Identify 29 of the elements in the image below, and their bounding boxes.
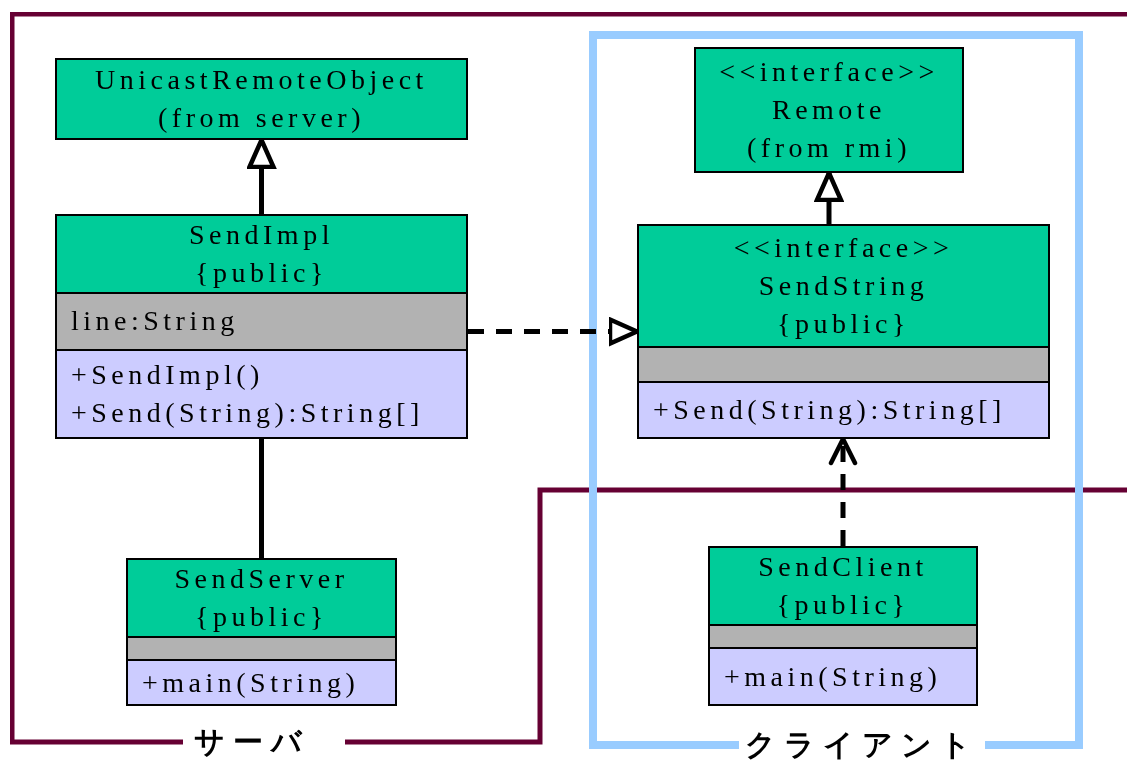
class-box [637, 224, 1050, 439]
class-title: SendClient [758, 550, 928, 584]
operation-text: +main(String) [724, 659, 943, 694]
class-title: <<interface>> [733, 230, 954, 265]
class-title: (from rmi) [747, 131, 911, 165]
class-title: SendImpl [189, 218, 334, 252]
operation-text: +Send(String):String[] [71, 395, 425, 430]
arrow [814, 170, 844, 224]
class-title: {public} [195, 256, 328, 290]
class-title: SendString [758, 268, 929, 303]
class-title: SendServer [174, 562, 349, 596]
class-title: {public} [777, 306, 910, 341]
attribute-text: line:String [71, 304, 240, 339]
class-box [126, 558, 397, 706]
association-line [259, 439, 264, 558]
class-box [55, 214, 468, 439]
class-box [708, 546, 978, 706]
arrow [468, 317, 640, 346]
operation-text: +main(String) [142, 665, 361, 700]
operation-text: +Send(String):String[] [653, 393, 1007, 427]
class-title: {public} [195, 600, 328, 634]
class-title: <<interface>> [719, 55, 939, 89]
class-title: {public} [776, 588, 910, 622]
class-title: Remote [771, 93, 887, 127]
class-title: (from server) [158, 101, 365, 135]
class-title: UnicastRemoteObject [95, 63, 428, 97]
arrow [828, 436, 858, 546]
arrow [247, 137, 276, 214]
operation-text: +SendImpl() [71, 357, 265, 392]
